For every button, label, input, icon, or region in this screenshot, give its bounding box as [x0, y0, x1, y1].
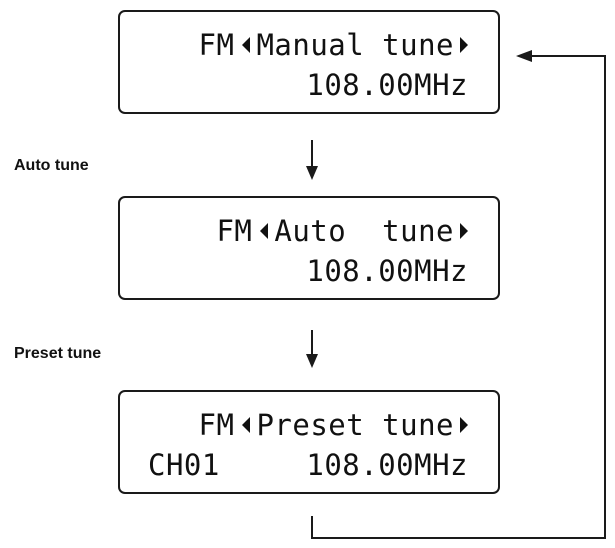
lcd-row-title: FM Preset tune — [199, 408, 468, 442]
frequency-readout: 108.00MHz — [306, 68, 468, 102]
down-arrow-2 — [306, 330, 318, 368]
mode-title: Auto tune — [274, 214, 454, 248]
mode-label: FM — [198, 408, 235, 442]
mode-title: Preset tune — [256, 408, 454, 442]
lcd-screen-preset-tune: FM Preset tune CH01 108.00MHz — [118, 390, 500, 494]
step-label-auto-tune: Auto tune — [14, 157, 89, 174]
down-arrow-1 — [306, 140, 318, 180]
right-triangle-icon — [460, 417, 468, 433]
left-triangle-icon — [260, 223, 269, 239]
frequency-readout: 108.00MHz — [306, 448, 468, 482]
right-triangle-icon — [460, 223, 468, 239]
lcd-screen-auto-tune: FM Auto tune 108.00MHz — [118, 196, 500, 300]
lcd-screen-manual-tune: FM Manual tune 108.00MHz — [118, 10, 500, 114]
lcd-row-title: FM Auto tune — [216, 214, 468, 248]
left-triangle-icon — [242, 417, 251, 433]
return-loop-arrow — [311, 50, 606, 539]
right-triangle-icon — [460, 37, 468, 53]
frequency-readout: 108.00MHz — [306, 254, 468, 288]
channel-readout: CH01 — [148, 448, 220, 482]
mode-title: Manual tune — [256, 28, 454, 62]
left-triangle-icon — [242, 37, 251, 53]
mode-label: FM — [198, 28, 235, 62]
mode-label: FM — [216, 214, 253, 248]
step-label-preset-tune: Preset tune — [14, 345, 102, 362]
lcd-row-title: FM Manual tune — [199, 28, 468, 62]
